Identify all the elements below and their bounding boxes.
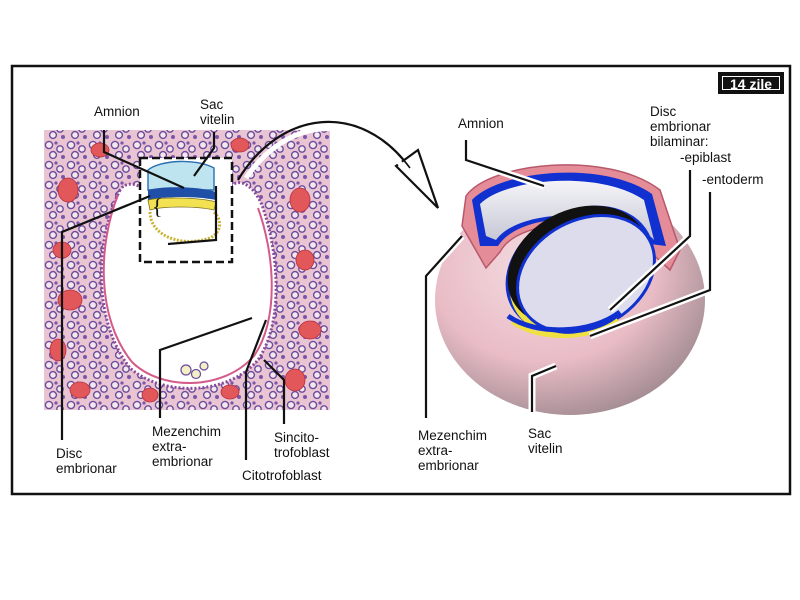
left-leader-lines (60, 130, 286, 460)
age-badge: 14 zile (718, 72, 784, 94)
label-left-disc-embrionar: Disc embrionar (56, 446, 117, 476)
right-embryo-model (435, 164, 705, 415)
label-epiblast: -epiblast (680, 150, 732, 165)
label-right-amnion: Amnion (458, 116, 504, 131)
right-leader-lines (424, 140, 712, 418)
cell-cluster (180, 361, 209, 380)
disc-blue-edge (506, 309, 622, 333)
brace-glyph: { (152, 194, 163, 219)
label-citotrofoblast: Citotrofoblast (242, 468, 322, 483)
left-tissue-section: { (44, 130, 330, 410)
embryo-detail: { (147, 160, 221, 243)
label-left-mezenchim: Mezenchim extra- embrionar (152, 424, 222, 469)
label-sincitotrofoblast: Sincito- trofoblast (274, 430, 330, 460)
label-left-amnion: Amnion (94, 104, 140, 119)
label-entoderm: -entoderm (702, 172, 764, 187)
age-badge-text: 14 zile (722, 76, 780, 91)
label-right-sac-vitelin: Sac vitelin (528, 426, 563, 456)
blood-lacunae (49, 137, 322, 403)
label-right-mezenchim: Mezenchim extra- embrionar (418, 428, 488, 473)
label-disc-bilaminar: Disc embrionar bilaminar: (650, 104, 711, 149)
label-left-sac-vitelin: Sac vitelin (200, 97, 235, 127)
